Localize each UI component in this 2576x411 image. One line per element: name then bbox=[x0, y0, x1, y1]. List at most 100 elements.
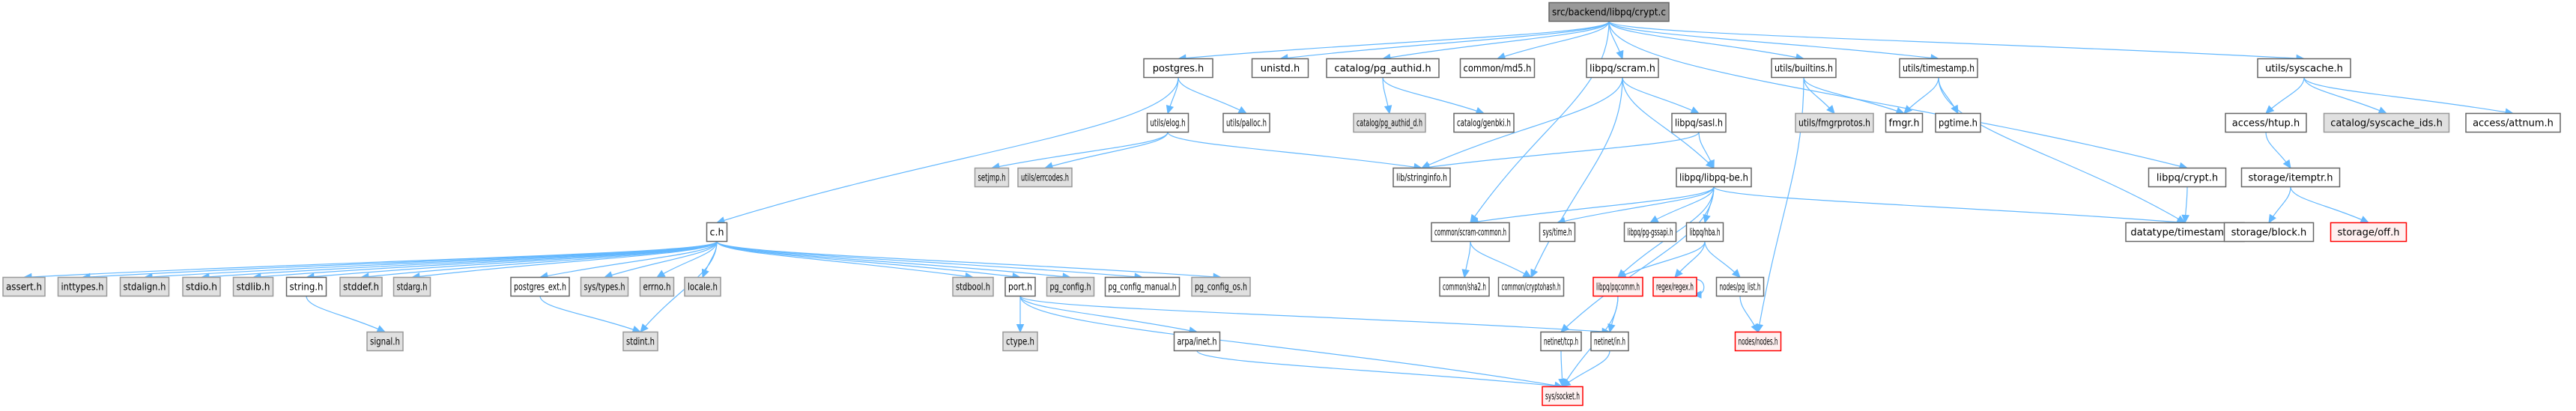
node-box bbox=[1540, 331, 1582, 352]
node-inttypes-h[interactable]: inttypes.h bbox=[57, 276, 108, 297]
node-tcp-h[interactable]: netinet/tcp.h bbox=[1540, 331, 1582, 352]
edge-line bbox=[1178, 21, 1610, 60]
node-port-h[interactable]: port.h bbox=[1004, 276, 1036, 297]
node-assert-h[interactable]: assert.h bbox=[2, 276, 46, 297]
node-nodes-h[interactable]: nodes/nodes.h bbox=[1734, 331, 1782, 352]
node-setjmp-h[interactable]: setjmp.h bbox=[974, 167, 1010, 188]
node-itemptr-h[interactable]: storage/itemptr.h bbox=[2240, 167, 2341, 188]
edge-string_h-to-signal_h bbox=[306, 296, 387, 333]
node-locale-h[interactable]: locale.h bbox=[684, 276, 721, 297]
node-regex-h[interactable]: regex/regex.h bbox=[1652, 276, 1697, 297]
edge-timestamp_u_h-to-dt_timestamp_h bbox=[1938, 77, 2186, 224]
node-box bbox=[1715, 276, 1765, 297]
node-genbki-h[interactable]: catalog/genbki.h bbox=[1453, 112, 1515, 133]
node-elog-h[interactable]: utils/elog.h bbox=[1146, 112, 1189, 133]
node-sasl-h[interactable]: libpq/sasl.h bbox=[1671, 112, 1727, 133]
node-pg-config-manual-h[interactable]: pg_config_manual.h bbox=[1104, 276, 1181, 297]
node-fmgr-h[interactable]: fmgr.h bbox=[1885, 112, 1924, 133]
node-attnum-h[interactable]: access/attnum.h bbox=[2465, 112, 2561, 133]
node-syscache-ids-h[interactable]: catalog/syscache_ids.h bbox=[2323, 112, 2450, 133]
node-md5-h[interactable]: common/md5.h bbox=[1459, 58, 1536, 79]
node-label: utils/errcodes.h bbox=[1021, 173, 1069, 184]
node-errno-h[interactable]: errno.h bbox=[639, 276, 675, 297]
node-access-htup-h[interactable]: access/htup.h bbox=[2225, 112, 2307, 133]
node-label: common/md5.h bbox=[1464, 64, 1532, 75]
node-postgres-ext-h[interactable]: postgres_ext.h bbox=[510, 276, 570, 297]
node-c-h[interactable]: c.h bbox=[706, 222, 728, 243]
node-stdint-h[interactable]: stdint.h bbox=[622, 331, 658, 352]
node-box bbox=[622, 331, 658, 352]
node-sys-time-h[interactable]: sys/time.h bbox=[1539, 222, 1576, 243]
edge-libpq_be_h-to-scram_common_h bbox=[1469, 186, 1715, 226]
node-label: sys/socket.h bbox=[1545, 392, 1580, 403]
arrowhead-icon bbox=[655, 270, 666, 278]
node-label: c.h bbox=[710, 228, 724, 239]
node-pg-authid-d-h[interactable]: catalog/pg_authid_d.h bbox=[1353, 112, 1426, 133]
node-stdalign-h[interactable]: stdalign.h bbox=[119, 276, 170, 297]
node-string-h[interactable]: string.h bbox=[285, 276, 327, 297]
node-block-h[interactable]: storage/block.h bbox=[2223, 222, 2315, 243]
node-box bbox=[1592, 276, 1643, 297]
node-arpa-inet-h[interactable]: arpa/inet.h bbox=[1173, 331, 1221, 352]
arrowhead-icon bbox=[1016, 324, 1025, 333]
node-stdio-h[interactable]: stdio.h bbox=[182, 276, 221, 297]
edge-syscache_h-to-access_htup_h bbox=[2265, 77, 2305, 115]
node-errcodes-h[interactable]: utils/errcodes.h bbox=[1017, 167, 1073, 188]
edge-scram_h-to-stringinfo_h bbox=[1420, 77, 1623, 169]
edge-postgres_h-to-elog_h bbox=[1166, 77, 1179, 115]
node-in-h[interactable]: netinet/in.h bbox=[1590, 331, 1629, 352]
node-stddef-h[interactable]: stddef.h bbox=[339, 276, 383, 297]
arrowhead-icon bbox=[1690, 106, 1700, 115]
node-timestamp-u-h[interactable]: utils/timestamp.h bbox=[1899, 58, 1978, 79]
node-stdarg-h[interactable]: stdarg.h bbox=[393, 276, 431, 297]
node-box bbox=[1173, 331, 1221, 352]
node-sha2-h[interactable]: common/sha2.h bbox=[1439, 276, 1490, 297]
node-fmgrprotos-h[interactable]: utils/fmgrprotos.h bbox=[1795, 112, 1874, 133]
edge-line bbox=[1279, 21, 1610, 60]
edge-pg_list_h-to-nodes_h bbox=[1739, 296, 1759, 333]
node-stdbool-h[interactable]: stdbool.h bbox=[952, 276, 994, 297]
node-pg-config-os-h[interactable]: pg_config_os.h bbox=[1191, 276, 1251, 297]
node-pg-authid-h[interactable]: catalog/pg_authid.h bbox=[1326, 58, 1440, 79]
node-box bbox=[1935, 112, 1981, 133]
edge-libpq_be_h-to-dt_timestamp_h bbox=[1713, 186, 2186, 226]
edge-port_h-to-in_h bbox=[1019, 295, 1611, 336]
node-pg-list-h[interactable]: nodes/pg_list.h bbox=[1715, 276, 1765, 297]
node-label: common/scram-common.h bbox=[1434, 228, 1506, 239]
node-signal-h[interactable]: signal.h bbox=[366, 331, 404, 352]
node-box bbox=[393, 276, 431, 297]
edge-scram_common_h-to-sha2_h bbox=[1461, 241, 1471, 278]
node-box bbox=[1104, 276, 1181, 297]
node-postgres-h[interactable]: postgres.h bbox=[1143, 58, 1213, 79]
node-box bbox=[285, 276, 327, 297]
node-scram-h[interactable]: libpq/scram.h bbox=[1586, 58, 1659, 79]
node-socket-h[interactable]: sys/socket.h bbox=[1542, 386, 1584, 407]
node-sys-types-h[interactable]: sys/types.h bbox=[580, 276, 629, 297]
node-syscache-h[interactable]: utils/syscache.h bbox=[2257, 58, 2351, 79]
node-builtins-h[interactable]: utils/builtins.h bbox=[1771, 58, 1837, 79]
node-palloc-h[interactable]: utils/palloc.h bbox=[1222, 112, 1270, 133]
node-unistd-h[interactable]: unistd.h bbox=[1251, 58, 1309, 79]
node-hba-h[interactable]: libpq/hba.h bbox=[1685, 222, 1724, 243]
node-cryptohash-h[interactable]: common/cryptohash.h bbox=[1497, 276, 1565, 297]
node-box bbox=[1453, 112, 1515, 133]
node-scram-common-h[interactable]: common/scram-common.h bbox=[1431, 222, 1510, 243]
node-pg-config-h[interactable]: pg_config.h bbox=[1046, 276, 1095, 297]
node-off-h[interactable]: storage/off.h bbox=[2330, 222, 2407, 243]
node-label: catalog/genbki.h bbox=[1457, 118, 1511, 130]
node-libpq-crypt-h[interactable]: libpq/crypt.h bbox=[2148, 167, 2227, 188]
edge-hba_h-to-pqcomm_h bbox=[1616, 241, 1706, 278]
node-pg-gssapi-h[interactable]: libpq/pg-gssapi.h bbox=[1623, 222, 1677, 243]
node-stringinfo-h[interactable]: lib/stringinfo.h bbox=[1392, 167, 1451, 188]
node-crypt-c[interactable]: src/backend/libpq/crypt.c bbox=[1548, 1, 1670, 22]
node-libpq-be-h[interactable]: libpq/libpq-be.h bbox=[1676, 167, 1752, 188]
edge-line bbox=[411, 241, 718, 278]
node-pqcomm-h[interactable]: libpq/pqcomm.h bbox=[1592, 276, 1643, 297]
node-pgtime-h[interactable]: pgtime.h bbox=[1935, 112, 1981, 133]
arrowhead-icon bbox=[1522, 270, 1533, 278]
node-ctype-h[interactable]: ctype.h bbox=[1002, 331, 1038, 352]
edge-builtins_h-to-fmgrprotos_h bbox=[1803, 77, 1835, 115]
node-stdlib-h[interactable]: stdlib.h bbox=[232, 276, 274, 297]
edge-hba_h-to-pg_list_h bbox=[1704, 241, 1741, 278]
